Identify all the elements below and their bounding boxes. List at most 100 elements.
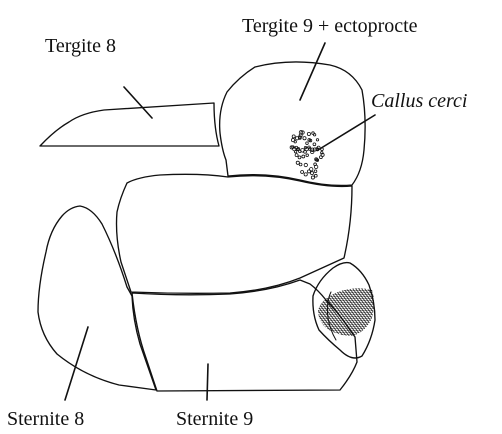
hatch-stroke: [325, 292, 327, 293]
hatch-stroke: [355, 332, 357, 333]
hatch-stroke: [338, 286, 340, 287]
hatch-stroke: [362, 286, 364, 287]
hatch-stroke: [361, 288, 363, 289]
hatch-stroke: [352, 296, 354, 297]
tergite-9-plate: [220, 62, 365, 186]
hatch-stroke: [344, 302, 346, 303]
hatch-stroke: [335, 334, 337, 335]
callus-dot: [321, 152, 323, 154]
hatch-stroke: [365, 294, 367, 295]
hatch-stroke: [352, 324, 354, 325]
hatch-stroke: [356, 298, 358, 299]
hatch-stroke: [329, 286, 331, 287]
hatch-stroke: [368, 294, 370, 295]
hatch-stroke: [346, 332, 348, 333]
hatch-stroke: [328, 320, 330, 321]
hatch-stroke: [365, 306, 367, 307]
hatch-stroke: [316, 292, 318, 293]
hatch-stroke: [359, 334, 361, 335]
hatch-stroke: [349, 292, 351, 293]
hatch-stroke: [325, 316, 327, 317]
hatch-stroke: [343, 320, 345, 321]
hatch-stroke: [334, 312, 336, 313]
hatch-stroke: [343, 292, 345, 293]
hatch-stroke: [370, 308, 372, 309]
hatch-stroke: [370, 296, 372, 297]
hatch-stroke: [334, 332, 336, 333]
hatch-stroke: [323, 306, 325, 307]
hatch-stroke: [340, 300, 342, 301]
hatch-stroke: [347, 302, 349, 303]
hatch-stroke: [335, 322, 337, 323]
hatch-stroke: [377, 294, 379, 295]
lobe-inner-edge: [327, 292, 336, 340]
hatch-stroke: [377, 330, 379, 331]
hatch-stroke: [343, 300, 345, 301]
hatch-stroke: [355, 304, 357, 305]
hatch-stroke: [355, 320, 357, 321]
callus-dot: [314, 174, 317, 177]
label-sternite-9: Sternite 9: [176, 408, 253, 430]
callus-dot: [316, 139, 318, 141]
hatch-stroke: [322, 292, 324, 293]
hatch-stroke: [335, 294, 337, 295]
hatch-stroke: [347, 286, 349, 287]
hatch-stroke: [352, 336, 354, 337]
hatch-stroke: [338, 298, 340, 299]
hatch-stroke: [322, 316, 324, 317]
hatch-stroke: [353, 290, 355, 291]
hatch-stroke: [367, 292, 369, 293]
callus-dot: [309, 167, 312, 170]
hatch-stroke: [314, 330, 316, 331]
hatch-stroke: [317, 294, 319, 295]
hatch-stroke: [353, 314, 355, 315]
hatch-stroke: [355, 300, 357, 301]
hatch-stroke: [352, 328, 354, 329]
hatch-stroke: [377, 326, 379, 327]
hatch-stroke: [319, 316, 321, 317]
hatch-stroke: [346, 308, 348, 309]
hatch-stroke: [373, 288, 375, 289]
hatch-stroke: [359, 318, 361, 319]
hatch-stroke: [334, 292, 336, 293]
hatch-stroke: [331, 288, 333, 289]
hatch-stroke: [359, 294, 361, 295]
hatch-stroke: [325, 324, 327, 325]
hatch-stroke: [347, 330, 349, 331]
hatch-stroke: [340, 336, 342, 337]
hatch-stroke: [322, 300, 324, 301]
hatch-stroke: [341, 330, 343, 331]
hatch-stroke: [371, 326, 373, 327]
hatch-stroke: [364, 320, 366, 321]
hatch-stroke: [371, 314, 373, 315]
hatch-stroke: [362, 330, 364, 331]
hatch-stroke: [326, 290, 328, 291]
hatch-stroke: [347, 322, 349, 323]
hatch-stroke: [326, 322, 328, 323]
hatch-stroke: [341, 298, 343, 299]
hatch-stroke: [367, 328, 369, 329]
hatch-stroke: [365, 302, 367, 303]
hatch-stroke: [316, 332, 318, 333]
hatch-stroke: [335, 302, 337, 303]
hatch-stroke: [340, 328, 342, 329]
hatch-stroke: [338, 326, 340, 327]
hatch-stroke: [362, 290, 364, 291]
hatch-stroke: [364, 304, 366, 305]
hatch-stroke: [379, 308, 381, 309]
hatch-stroke: [331, 324, 333, 325]
hatch-stroke: [314, 298, 316, 299]
hatch-stroke: [334, 300, 336, 301]
hatch-stroke: [347, 294, 349, 295]
hatch-stroke: [340, 320, 342, 321]
hatch-stroke: [368, 306, 370, 307]
hatch-stroke: [319, 300, 321, 301]
hatch-stroke: [316, 312, 318, 313]
hatch-stroke: [343, 336, 345, 337]
callus-dot: [301, 171, 304, 174]
hatch-stroke: [322, 328, 324, 329]
hatch-stroke: [359, 310, 361, 311]
hatch-stroke: [350, 306, 352, 307]
hatch-stroke: [341, 334, 343, 335]
hatch-stroke: [340, 304, 342, 305]
